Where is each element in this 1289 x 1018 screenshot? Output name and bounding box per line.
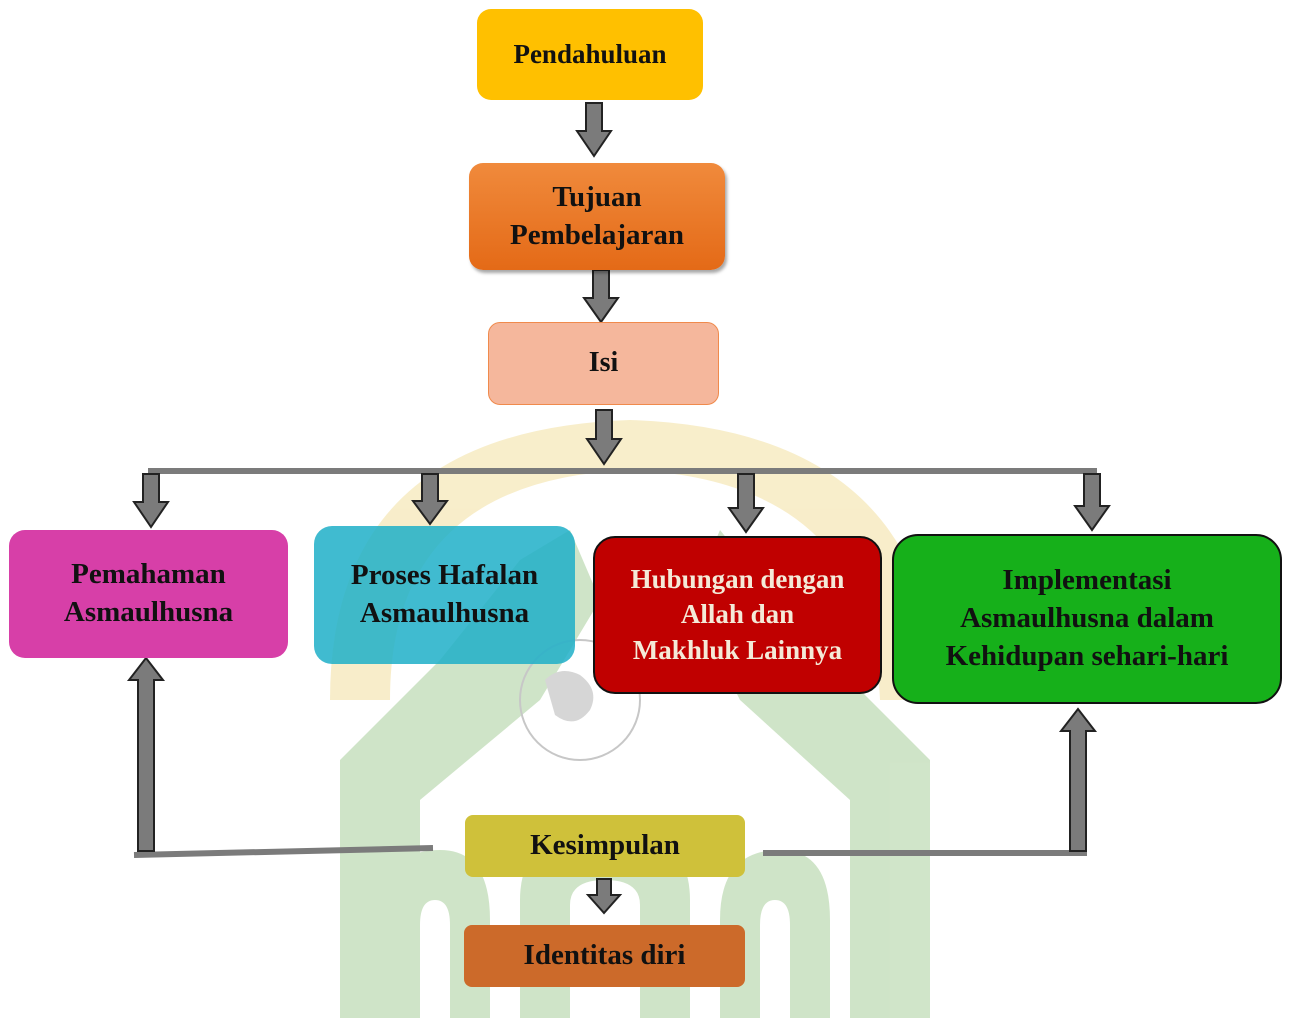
node-pemahaman-asmaulhusna: Pemahaman Asmaulhusna	[9, 530, 288, 658]
node-isi-label: Isi	[588, 347, 619, 379]
down-arrow-pemahaman	[132, 473, 170, 529]
down-arrow-implementasi	[1073, 473, 1111, 532]
node-pendahuluan: Pendahuluan	[477, 9, 703, 100]
down-arrow-proses	[411, 473, 449, 526]
node-implementasi-label-line2: Asmaulhusna dalam	[960, 602, 1214, 635]
down-arrow-3	[585, 409, 623, 466]
down-arrow-hubungan	[727, 473, 765, 534]
node-proses-label-line2: Asmaulhusna	[359, 597, 530, 629]
up-arrow-pemahaman	[126, 656, 166, 852]
down-arrow-identitas	[585, 878, 623, 915]
node-hubungan-allah: Hubungan dengan Allah dan Makhluk Lainny…	[593, 536, 882, 694]
node-kesimpulan-label: Kesimpulan	[530, 829, 680, 862]
node-identitas-label: Identitas diri	[523, 939, 686, 972]
node-proses-label-line1: Proses Hafalan	[350, 559, 539, 592]
up-arrow-implementasi	[1058, 707, 1098, 852]
down-arrow-1	[575, 102, 613, 158]
node-proses-hafalan: Proses Hafalan Asmaulhusna	[314, 526, 575, 664]
node-pemahaman-label-line1: Pemahaman	[71, 558, 226, 591]
node-hubungan-label-line2: Allah dan	[680, 599, 795, 630]
node-pendahuluan-label: Pendahuluan	[513, 38, 667, 69]
node-tujuan-label-line2: Pembelajaran	[510, 218, 684, 251]
node-hubungan-label-line1: Hubungan dengan	[630, 564, 845, 595]
node-hubungan-label-line3: Makhluk Lainnya	[632, 634, 843, 665]
down-arrow-2	[582, 269, 620, 324]
node-identitas-diri: Identitas diri	[464, 925, 745, 987]
node-pemahaman-label-line2: Asmaulhusna	[63, 596, 234, 628]
kesimpulan-connector-lines	[133, 845, 1087, 858]
node-implementasi: Implementasi Asmaulhusna dalam Kehidupan…	[892, 534, 1282, 704]
node-tujuan-pembelajaran: Tujuan Pembelajaran	[469, 163, 725, 270]
node-tujuan-label-line1: Tujuan	[552, 180, 642, 213]
node-isi: Isi	[488, 322, 719, 405]
node-kesimpulan: Kesimpulan	[465, 815, 745, 877]
node-implementasi-label-line1: Implementasi	[1002, 564, 1172, 597]
node-implementasi-label-line3: Kehidupan sehari-hari	[945, 639, 1229, 672]
